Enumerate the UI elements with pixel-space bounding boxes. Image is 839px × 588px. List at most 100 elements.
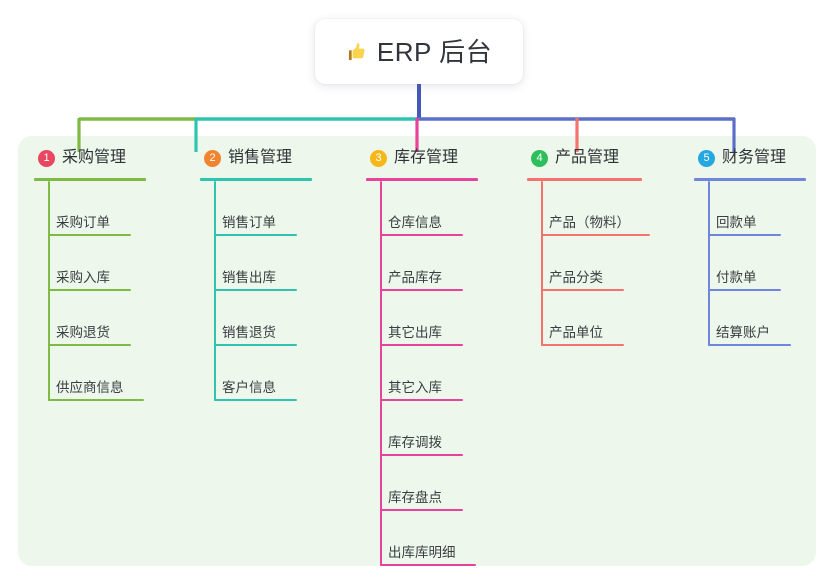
menu-item[interactable]: 库存调拨 xyxy=(366,401,516,456)
column-header-4[interactable]: 4 产品管理 xyxy=(527,146,687,170)
column-items-4: 产品（物料） 产品分类产品单位 xyxy=(527,181,687,346)
column-spine-3 xyxy=(380,181,382,566)
column-spine-1 xyxy=(48,181,50,401)
menu-item-label: 其它出库 xyxy=(388,324,442,340)
menu-item-label: 客户信息 xyxy=(222,379,276,395)
column-title-2: 销售管理 xyxy=(228,149,293,166)
menu-item[interactable]: 产品库存 xyxy=(366,236,516,291)
column-rule-4 xyxy=(527,178,642,181)
content-panel xyxy=(18,136,816,566)
menu-item-label: 库存盘点 xyxy=(388,489,442,505)
menu-item[interactable]: 回款单 xyxy=(694,181,839,236)
column-title-3: 库存管理 xyxy=(394,149,459,166)
column-badge-1: 1 xyxy=(38,149,55,167)
column-badge-3: 3 xyxy=(370,149,387,167)
menu-item-rule xyxy=(48,289,131,291)
menu-item-label: 产品（物料） xyxy=(549,214,630,230)
menu-item[interactable]: 其它入库 xyxy=(366,346,516,401)
menu-item[interactable]: 仓库信息 xyxy=(366,181,516,236)
menu-item[interactable]: 采购入库 xyxy=(34,236,184,291)
menu-item-rule xyxy=(48,399,144,401)
menu-item[interactable]: 产品分类 xyxy=(527,236,687,291)
menu-item-rule xyxy=(380,399,463,401)
menu-item-label: 结算账户 xyxy=(716,324,770,340)
menu-item[interactable]: 其它出库 xyxy=(366,291,516,346)
menu-item-label: 销售出库 xyxy=(222,269,276,285)
column-header-2[interactable]: 2 销售管理 xyxy=(200,146,350,170)
column-header-5[interactable]: 5 财务管理 xyxy=(694,146,839,170)
menu-item-label: 回款单 xyxy=(716,214,757,230)
menu-item[interactable]: 出库库明细 xyxy=(366,511,516,566)
menu-item-label: 库存调拨 xyxy=(388,434,442,450)
menu-item-rule xyxy=(708,234,781,236)
root-title-card[interactable]: ERP 后台 xyxy=(315,19,523,84)
menu-item-rule xyxy=(541,289,624,291)
menu-item[interactable]: 供应商信息 xyxy=(34,346,184,401)
menu-item-label: 采购入库 xyxy=(56,269,110,285)
menu-item-rule xyxy=(380,454,463,456)
menu-item-label: 产品库存 xyxy=(388,269,442,285)
column-header-1[interactable]: 1 采购管理 xyxy=(34,146,184,170)
column-title-4: 产品管理 xyxy=(555,149,620,166)
menu-item-rule xyxy=(708,289,781,291)
menu-item-label: 产品分类 xyxy=(549,269,603,285)
column-header-3[interactable]: 3 库存管理 xyxy=(366,146,516,170)
menu-item-rule xyxy=(380,509,463,511)
menu-item-label: 采购退货 xyxy=(56,324,110,340)
menu-item-rule xyxy=(214,289,297,291)
menu-item-label: 付款单 xyxy=(716,269,757,285)
menu-item-label: 销售退货 xyxy=(222,324,276,340)
column-4[interactable]: 4 产品管理产品（物料） 产品分类产品单位 xyxy=(527,146,687,346)
column-rule-3 xyxy=(366,178,478,181)
menu-item[interactable]: 采购订单 xyxy=(34,181,184,236)
column-5[interactable]: 5 财务管理回款单付款单结算账户 xyxy=(694,146,839,346)
column-spine-5 xyxy=(708,181,710,346)
menu-item-rule xyxy=(380,344,463,346)
menu-item-rule xyxy=(48,344,131,346)
menu-item[interactable]: 产品（物料） xyxy=(527,181,687,236)
menu-item[interactable]: 库存盘点 xyxy=(366,456,516,511)
menu-item-rule xyxy=(214,234,297,236)
root-title-inner: ERP 后台 xyxy=(346,39,492,65)
column-items-1: 采购订单采购入库采购退货供应商信息 xyxy=(34,181,184,401)
menu-item[interactable]: 销售退货 xyxy=(200,291,350,346)
column-badge-2: 2 xyxy=(204,149,221,167)
menu-item-rule xyxy=(708,344,791,346)
column-items-3: 仓库信息产品库存其它出库其它入库库存调拨库存盘点出库库明细 xyxy=(366,181,516,566)
menu-item-rule xyxy=(541,234,650,236)
menu-item[interactable]: 付款单 xyxy=(694,236,839,291)
menu-item-label: 其它入库 xyxy=(388,379,442,395)
menu-item-rule xyxy=(48,234,131,236)
column-rule-2 xyxy=(200,178,312,181)
column-1[interactable]: 1 采购管理采购订单采购入库采购退货供应商信息 xyxy=(34,146,184,401)
column-spine-2 xyxy=(214,181,216,401)
menu-item[interactable]: 销售出库 xyxy=(200,236,350,291)
menu-item-label: 销售订单 xyxy=(222,214,276,230)
menu-item-rule xyxy=(380,564,476,566)
menu-item-rule xyxy=(541,344,624,346)
menu-item-label: 供应商信息 xyxy=(56,379,124,395)
column-items-2: 销售订单销售出库销售退货客户信息 xyxy=(200,181,350,401)
column-3[interactable]: 3 库存管理仓库信息产品库存其它出库其它入库库存调拨库存盘点出库库明细 xyxy=(366,146,516,566)
column-title-5: 财务管理 xyxy=(722,149,787,166)
menu-item-label: 产品单位 xyxy=(549,324,603,340)
column-2[interactable]: 2 销售管理销售订单销售出库销售退货客户信息 xyxy=(200,146,350,401)
column-badge-4: 4 xyxy=(531,149,548,167)
menu-item-rule xyxy=(380,234,463,236)
column-badge-5: 5 xyxy=(698,149,715,167)
menu-item-rule xyxy=(380,289,463,291)
column-rule-1 xyxy=(34,178,146,181)
menu-item[interactable]: 产品单位 xyxy=(527,291,687,346)
column-spine-4 xyxy=(541,181,543,346)
menu-item[interactable]: 结算账户 xyxy=(694,291,839,346)
menu-item[interactable]: 客户信息 xyxy=(200,346,350,401)
column-title-1: 采购管理 xyxy=(62,149,127,166)
thumbs-up-icon xyxy=(348,42,365,60)
menu-item[interactable]: 销售订单 xyxy=(200,181,350,236)
menu-item[interactable]: 采购退货 xyxy=(34,291,184,346)
menu-item-rule xyxy=(214,344,297,346)
column-items-5: 回款单付款单结算账户 xyxy=(694,181,839,346)
menu-item-label: 采购订单 xyxy=(56,214,110,230)
menu-item-rule xyxy=(214,399,297,401)
